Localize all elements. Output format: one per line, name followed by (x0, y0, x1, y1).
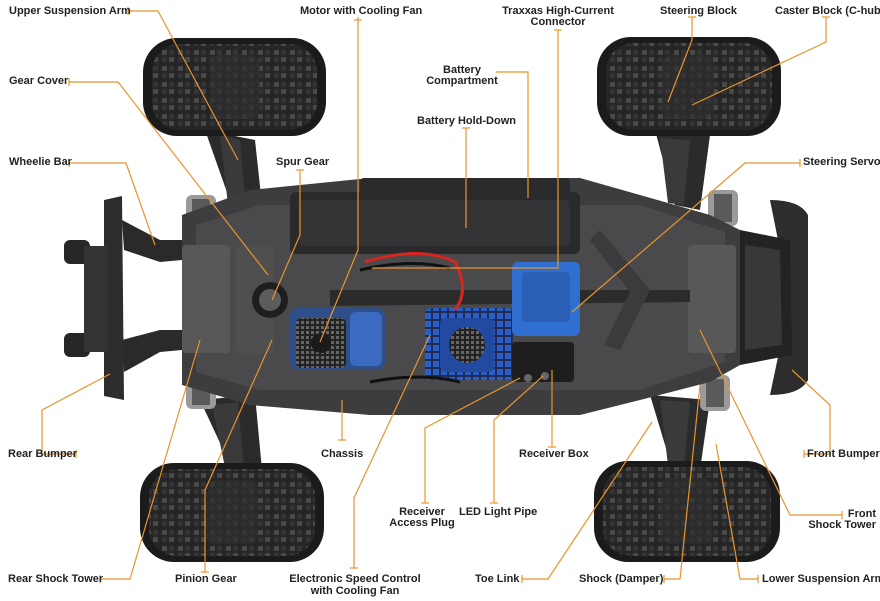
label-receiver-box: Receiver Box (519, 448, 589, 460)
leader-lines (41, 10, 842, 580)
label-led-light-pipe: LED Light Pipe (459, 506, 538, 518)
label-gear-cover: Gear Cover (9, 75, 69, 87)
label-upper-suspension-arm: Upper Suspension Arm (9, 5, 131, 17)
label-rear-shock-tower: Rear Shock Tower (8, 573, 104, 585)
chassis-body (182, 178, 740, 415)
label-wheelie-bar: Wheelie Bar (9, 156, 72, 168)
label-receiver-access-plug-line2: Access Plug (389, 517, 455, 529)
label-esc-line1: Electronic Speed Control (289, 573, 421, 585)
tire-rear-top (143, 38, 326, 136)
label-battery-compartment-line1: Battery (443, 64, 481, 76)
front-bumper-assembly (740, 200, 808, 395)
tire-rear-bottom (140, 463, 324, 562)
leader-ticks (68, 7, 843, 583)
rear-bumper-assembly (64, 196, 182, 400)
label-battery-hold-down: Battery Hold-Down (417, 115, 516, 127)
label-steering-block: Steering Block (660, 5, 738, 17)
label-esc-line2: with Cooling Fan (310, 585, 400, 597)
label-spur-gear: Spur Gear (276, 156, 330, 168)
label-chassis: Chassis (321, 448, 364, 460)
label-toe-link: Toe Link (475, 573, 520, 585)
tire-front-top (597, 37, 781, 136)
label-front-shock-tower-line1: Front (847, 508, 876, 520)
label-pinion-gear: Pinion Gear (175, 573, 237, 585)
label-traxxas-connector-line1: Traxxas High-Current (502, 5, 614, 17)
label-lower-suspension-arm: Lower Suspension Arm (762, 573, 880, 585)
truck-illustration (64, 37, 808, 562)
label-rear-bumper: Rear Bumper (8, 448, 78, 460)
label-caster-block: Caster Block (C-hub) (775, 5, 880, 17)
label-traxxas-connector-line2: Connector (530, 16, 586, 28)
label-battery-compartment-line2: Compartment (426, 75, 498, 87)
label-steering-servo: Steering Servo (803, 156, 880, 168)
label-receiver-access-plug-line1: Receiver (399, 506, 445, 518)
label-motor-with-cooling-fan: Motor with Cooling Fan (300, 5, 423, 17)
label-front-shock-tower-line2: Shock Tower (808, 519, 876, 531)
label-front-bumper: Front Bumper (807, 448, 880, 460)
label-shock-damper: Shock (Damper) (579, 573, 664, 585)
